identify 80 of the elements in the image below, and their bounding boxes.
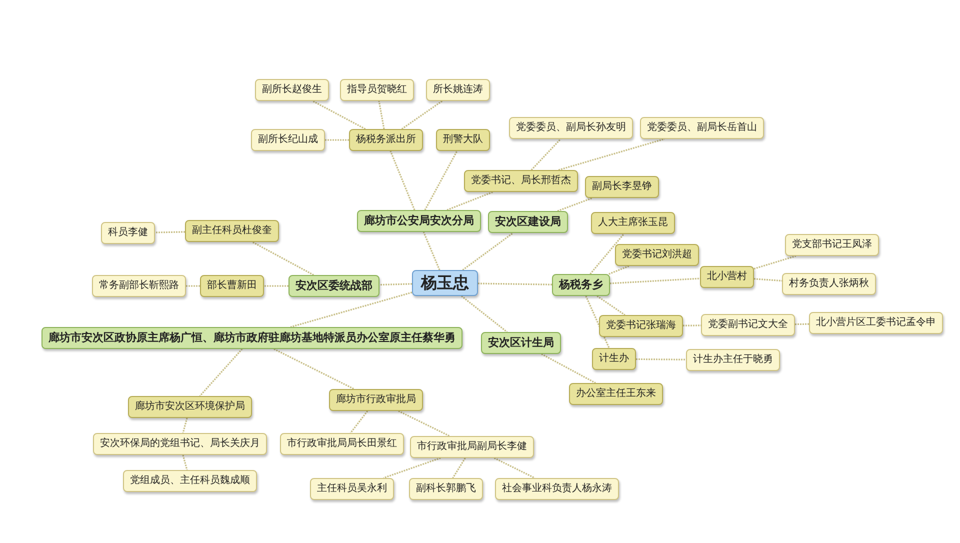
subtopic-box: 党委委员、副局长孙友明 [509,117,633,139]
subtopic-box: 计生办主任于晓勇 [686,349,780,371]
connector-line [390,150,416,210]
branch-box: 安次区建设局 [488,211,568,233]
subtopic-box: 所长姚连涛 [426,79,490,101]
subtopic-box: 常务副部长靳熙路 [92,275,186,297]
connector-line [754,278,782,282]
connector-line [558,138,665,171]
connector-line [290,292,412,328]
subtopic-box: 副所长赵俊生 [255,79,329,101]
connector-line [636,358,686,360]
connector-line [596,295,626,316]
subtopic-box: 廊坊市行政审批局 [329,389,423,411]
connector-line [264,285,288,287]
connector-line [530,138,562,171]
connector-line [154,231,186,234]
subtopic-box: 村务负责人张炳秋 [782,273,876,295]
subtopic-box: 人大主席张玉昆 [591,212,675,234]
connector-line [274,348,354,390]
connector-line [557,197,593,212]
branch-box: 安次区计生局 [481,332,561,354]
connector-line [585,296,610,348]
connector-line [460,295,508,333]
connector-line [325,139,349,141]
subtopic-box: 办公室主任王东来 [569,383,663,405]
connector-line [683,324,701,326]
subtopic-box: 科员李健 [101,222,155,244]
connector-line [446,191,494,211]
subtopic-box: 计生办 [592,348,636,370]
subtopic-box: 党委委员、副局长岳首山 [640,117,764,139]
connector-line [252,241,314,276]
connector-line [378,100,385,130]
connector-line [794,323,810,326]
connector-line [186,285,200,287]
connector-line [312,100,366,130]
connector-line [182,418,188,434]
subtopic-box: 社会事业科负责人杨永涛 [495,478,619,500]
subtopic-box: 副科长郭鹏飞 [409,478,483,500]
connector-line [401,100,443,130]
branch-box: 安次区委统战部 [288,275,380,297]
connector-line [383,457,441,479]
connector-line [182,454,188,470]
connector-line [610,278,700,284]
subtopic-box: 刑警大队 [436,129,490,151]
subtopic-box: 杨税务派出所 [349,129,423,151]
branch-box: 廊坊市安次区政协原主席杨广恒、廊坊市政府驻廊坊基地特派员办公室原主任蔡华勇 [42,327,462,349]
subtopic-box: 北小营村 [700,266,754,288]
connector-line [422,232,440,270]
subtopic-box: 副主任科员杜俊奎 [185,220,279,242]
connector-line [452,458,466,478]
connector-line [350,410,368,434]
subtopic-box: 副所长纪山成 [251,129,325,151]
connector-line [590,233,624,275]
subtopic-box: 党委书记张瑞海 [599,315,683,337]
subtopic-box: 副局长李昱铮 [585,176,659,198]
subtopic-box: 市行政审批局副局长李健 [410,436,534,458]
connector-line [541,353,596,384]
subtopic-box: 北小营片区工委书记孟令申 [809,312,943,334]
subtopic-box: 党委书记、局长邢哲杰 [464,170,578,192]
subtopic-box: 指导员贺晓红 [340,79,414,101]
connector-line [478,282,552,286]
subtopic-box: 安次环保局的党组书记、局长关庆月 [93,433,267,455]
branch-box: 杨税务乡 [552,274,610,296]
central-topic-box: 杨玉忠 [412,270,478,296]
subtopic-box: 部长曹新田 [200,275,264,297]
branch-box: 廊坊市公安局安次分局 [357,210,481,232]
subtopic-box: 主任科员吴永利 [310,478,394,500]
connector-line [462,232,514,271]
connector-line [199,348,243,397]
connector-line [608,265,630,275]
connector-line [754,255,796,270]
subtopic-box: 廊坊市安次区环境保护局 [128,396,252,418]
subtopic-box: 市行政审批局局长田景红 [280,433,404,455]
connector-line [424,150,458,210]
connector-line [398,410,450,437]
subtopic-box: 党委书记刘洪超 [615,244,699,266]
subtopic-box: 党支部书记王凤泽 [785,234,879,256]
connector-line [379,283,412,286]
subtopic-box: 党组成员、主任科员魏成顺 [123,470,257,492]
subtopic-box: 党委副书记文大全 [701,314,795,336]
